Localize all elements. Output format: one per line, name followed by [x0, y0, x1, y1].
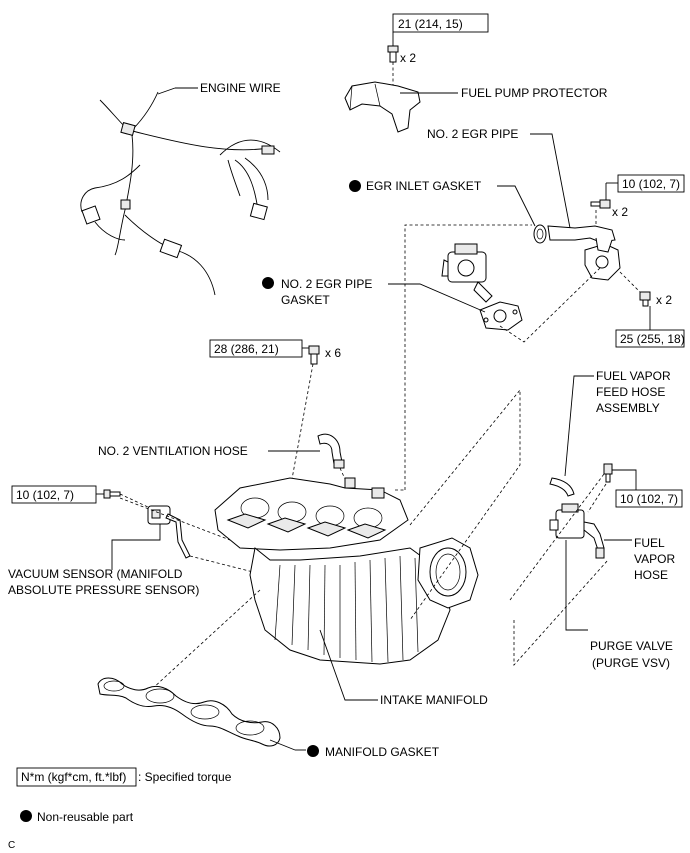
torque-box-egr-upper — [617, 174, 685, 193]
bolt-icon — [308, 345, 320, 365]
torque-box-fuel-pump-protector — [392, 13, 489, 33]
non-reusable-marker-icon — [262, 277, 274, 289]
torque-box-vacuum-sensor — [11, 485, 97, 504]
fuel-vapor-feed-leader — [564, 375, 594, 477]
engine-wire-leader-tail — [157, 87, 176, 95]
purge-valve-bolt-callout: 10 (102, 7) — [587, 463, 683, 513]
alignment-lines-egr — [395, 224, 601, 491]
egr-valve-part — [441, 243, 493, 303]
vacuum-sensor-bolt-callout: 10 (102, 7) — [11, 485, 151, 509]
torque-fuel-pump-protector: 21 (214, 15) — [398, 17, 463, 31]
torque-purge-valve: 10 (102, 7) — [620, 492, 678, 506]
torque-vacuum-sensor: 10 (102, 7) — [16, 488, 74, 502]
alignment-lines-manifold — [139, 388, 609, 701]
legend-torque-desc: : Specified torque — [138, 770, 232, 784]
legend: N*m (kgf*cm, ft.*lbf) : Specified torque… — [16, 767, 232, 824]
vacuum-sensor-label-2: ABSOLUTE PRESSURE SENSOR) — [8, 583, 199, 597]
egr-inlet-gasket-leader — [497, 185, 536, 227]
no2-egr-pipe-gasket-label-1: NO. 2 EGR PIPE — [281, 277, 372, 291]
manifold-gasket-leader-a — [269, 739, 296, 751]
manifold-gasket-part — [97, 677, 281, 747]
qty-egr-lower: x 2 — [656, 293, 672, 307]
no2-egr-pipe-gasket-label-2: GASKET — [281, 293, 330, 307]
egr-inlet-gasket-label: EGR INLET GASKET — [366, 179, 482, 193]
fuel-pump-protector-bolt-callout: 21 (214, 15) x 2 — [387, 13, 489, 92]
no2-egr-pipe-leader — [530, 133, 571, 229]
vacuum-sensor-label-1: VACUUM SENSOR (MANIFOLD — [8, 567, 183, 581]
bolt-icon — [103, 489, 121, 499]
non-reusable-marker-icon — [20, 810, 32, 822]
purge-valve-leader — [565, 540, 588, 631]
torque-box-purge-valve — [615, 489, 683, 508]
vacuum-sensor-leader — [111, 524, 161, 570]
purge-valve-label-1: PURGE VALVE — [590, 639, 673, 653]
qty-manifold: x 6 — [325, 346, 341, 360]
fuel-vapor-hose-label-2: VAPOR — [634, 552, 675, 566]
purge-valve-part — [549, 503, 605, 559]
engine-wire-label: ENGINE WIRE — [200, 81, 281, 95]
fuel-vapor-feed-label-1: FUEL VAPOR — [596, 369, 671, 383]
torque-box-manifold — [209, 339, 303, 358]
legend-torque-box — [16, 767, 137, 787]
legend-non-reusable: Non-reusable part — [37, 810, 134, 824]
fuel-vapor-feed-hose-part — [549, 477, 575, 497]
fuel-vapor-feed-label-2: FEED HOSE — [596, 385, 665, 399]
egr-pipe-bolt-upper-callout: 10 (102, 7) x 2 — [590, 174, 685, 226]
bolt-icon — [387, 45, 399, 63]
egr-inlet-gasket-part — [533, 224, 547, 244]
no2-egr-pipe-gasket-part — [479, 301, 523, 331]
no2-egr-pipe-gasket-leader — [388, 283, 486, 313]
bolt-icon — [603, 463, 613, 483]
manifold-bolt-callout: 28 (286, 21) x 6 — [209, 339, 341, 491]
intake-manifold-label: INTAKE MANIFOLD — [380, 693, 488, 707]
non-reusable-marker-icon — [307, 745, 319, 757]
legend-torque-unit: N*m (kgf*cm, ft.*lbf) — [21, 770, 126, 784]
fuel-vapor-feed-label-3: ASSEMBLY — [596, 401, 660, 415]
engine-wire-harness — [80, 91, 281, 296]
fuel-pump-protector-part — [344, 81, 421, 133]
no2-ventilation-hose-label: NO. 2 VENTILATION HOSE — [98, 444, 248, 458]
torque-manifold: 28 (286, 21) — [214, 342, 279, 356]
intake-manifold-part — [214, 477, 479, 665]
purge-valve-label-2: (PURGE VSV) — [592, 656, 670, 670]
intake-manifold-leader — [319, 629, 378, 701]
vacuum-sensor-part — [147, 505, 191, 559]
manifold-gasket-label: MANIFOLD GASKET — [325, 745, 440, 759]
corner-code: C — [8, 840, 15, 851]
torque-egr-lower: 25 (255, 18) — [620, 332, 685, 346]
torque-egr-upper: 10 (102, 7) — [622, 177, 680, 191]
no2-egr-pipe-part — [547, 225, 621, 281]
nut-icon — [639, 291, 651, 307]
fuel-pump-protector-label: FUEL PUMP PROTECTOR — [461, 86, 608, 100]
no2-ventilation-hose-part — [317, 433, 345, 469]
no2-egr-pipe-label: NO. 2 EGR PIPE — [427, 127, 518, 141]
qty-fuel-pump-protector: x 2 — [400, 51, 416, 65]
non-reusable-marker-icon — [349, 180, 361, 192]
egr-pipe-nut-lower-callout: x 2 25 (255, 18) — [615, 271, 685, 348]
torque-box-egr-lower — [615, 329, 685, 348]
fuel-vapor-hose-label-1: FUEL — [634, 536, 665, 550]
fuel-vapor-hose-label-3: HOSE — [634, 568, 668, 582]
qty-egr-upper: x 2 — [612, 205, 628, 219]
bolt-icon — [590, 199, 611, 209]
